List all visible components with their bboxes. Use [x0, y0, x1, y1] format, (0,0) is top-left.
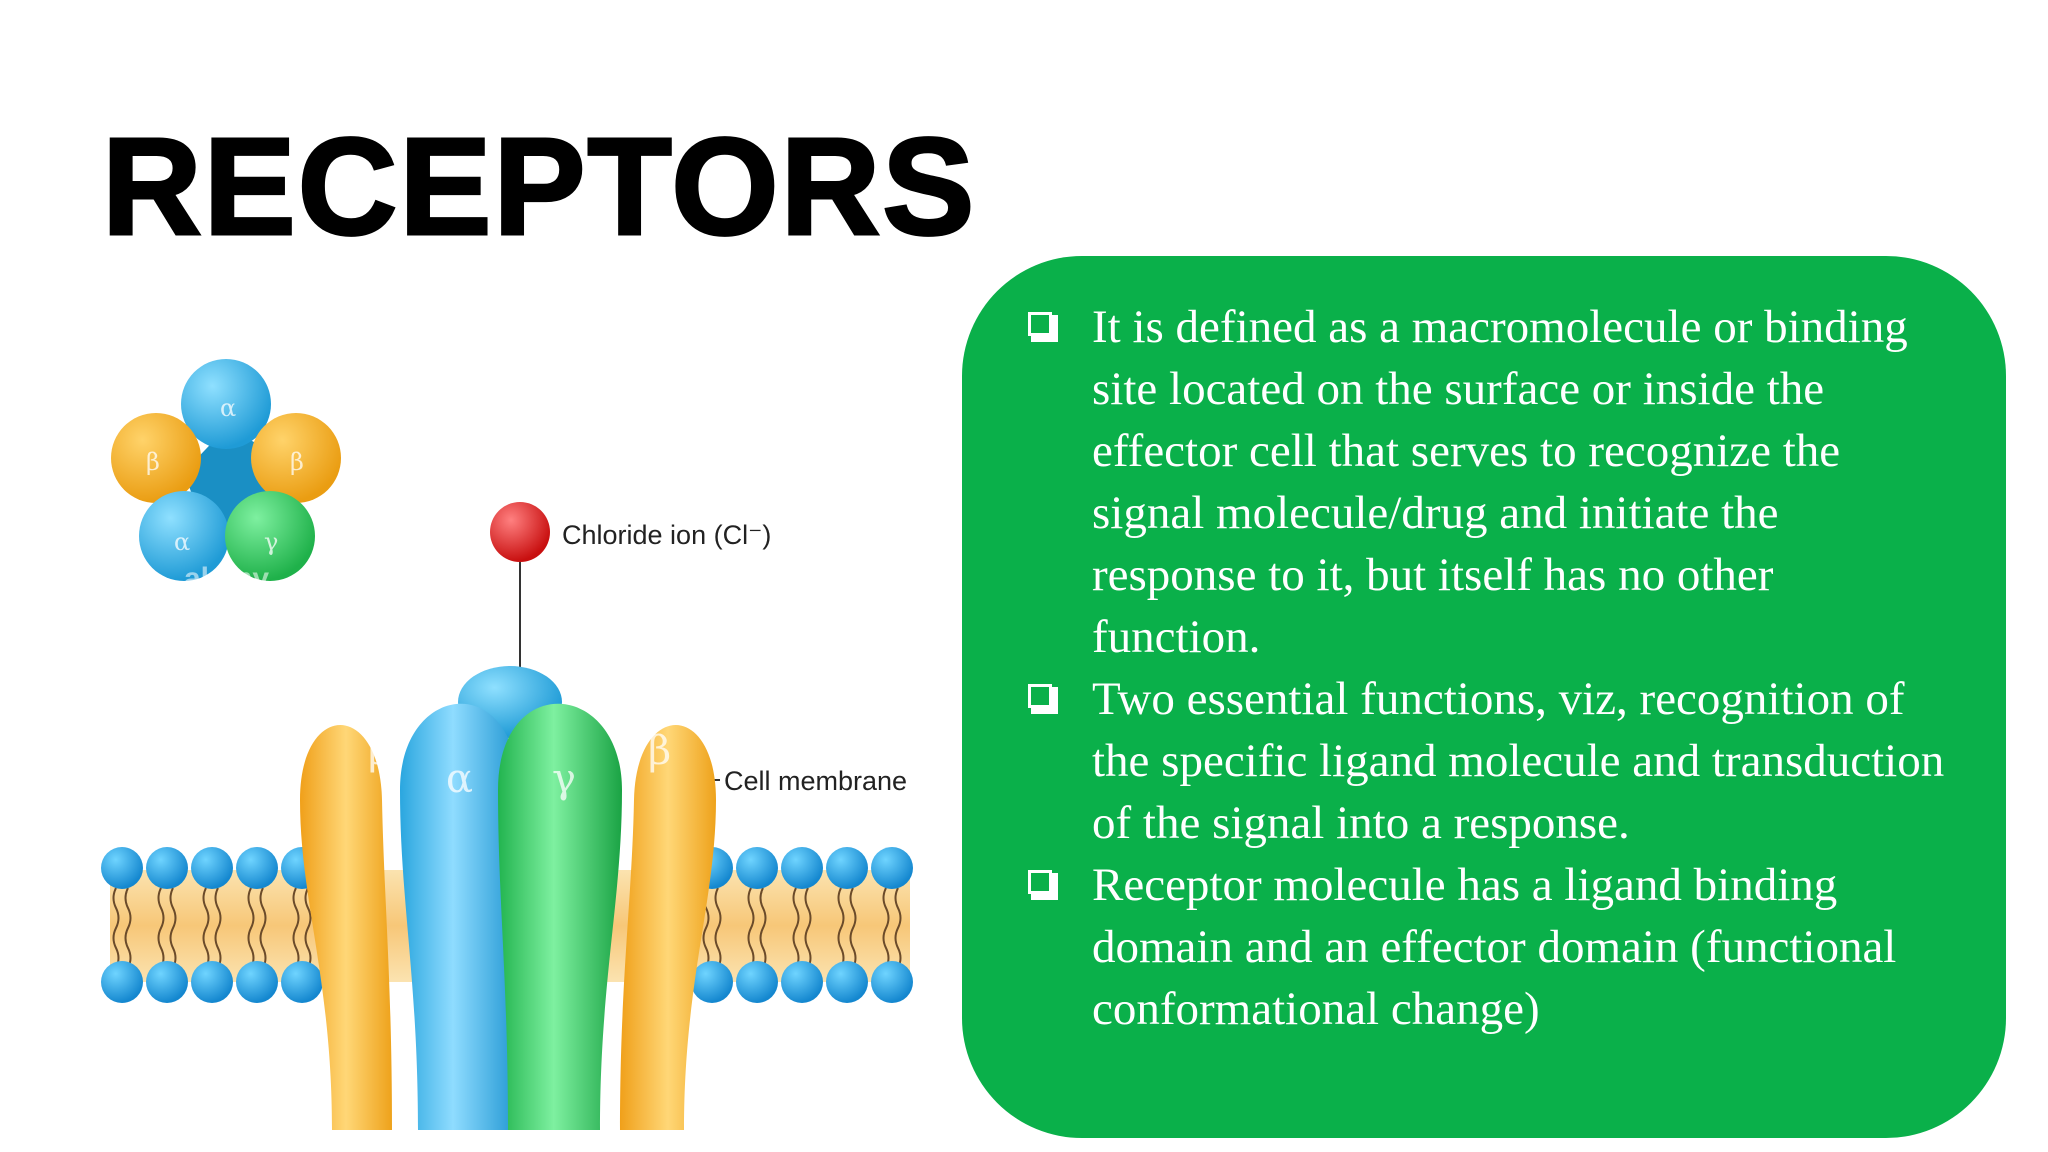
lipid-tail [247, 887, 255, 969]
slide-title: RECEPTORS [100, 110, 977, 264]
lipid-tail [747, 887, 755, 969]
checkbox-icon [1028, 684, 1058, 714]
lipid-tail [304, 887, 312, 969]
cell-membrane-callout: Cell membrane [711, 766, 907, 850]
lipid-head [236, 961, 278, 1003]
lipid-head [146, 847, 188, 889]
checkbox-icon [1028, 312, 1058, 342]
watermark-text: alamy [184, 562, 269, 595]
lipid-head [826, 961, 868, 1003]
bullet-item: Receptor molecule has a ligand binding d… [1028, 854, 1946, 1040]
lipid-head [781, 847, 823, 889]
bullet-text: Two essential functions, viz, recognitio… [1092, 673, 1945, 849]
lipid-tail [112, 887, 120, 969]
bullet-item: Two essential functions, viz, recognitio… [1028, 668, 1946, 854]
lipid-head [871, 847, 913, 889]
definition-panel: It is defined as a macromolecule or bind… [962, 256, 2006, 1138]
lipid-tail [259, 887, 267, 969]
receptor-top-view: α β β α γ alamy [111, 359, 341, 595]
lipid-head [191, 961, 233, 1003]
lipid-tail [214, 887, 222, 969]
lipid-head [781, 961, 823, 1003]
ion-channel: β β α γ [300, 666, 716, 1130]
lipid-tail [837, 887, 845, 969]
top-alpha-label-lower: α [174, 528, 190, 556]
lipid-tail [894, 887, 902, 969]
lipid-head [236, 847, 278, 889]
bullet-text: Receptor molecule has a ligand binding d… [1092, 859, 1897, 1035]
lipid-tail [792, 887, 800, 969]
checkbox-icon [1028, 870, 1058, 900]
lipid-tail [714, 887, 722, 969]
bullet-text: It is defined as a macromolecule or bind… [1092, 301, 1908, 663]
lipid-tail [202, 887, 210, 969]
top-alpha-label: α [220, 394, 236, 422]
receptor-diagram: α β β α γ alamy Chloride ion (Cl⁻) Cell … [101, 359, 913, 1130]
lipid-head [691, 961, 733, 1003]
side-alpha-label: α [446, 756, 473, 802]
lipid-head [101, 961, 143, 1003]
chloride-ion-label: Chloride ion (Cl⁻) [562, 520, 771, 550]
lipid-tail [882, 887, 890, 969]
top-beta-label-left: β [146, 448, 160, 476]
side-beta-label-right: β [648, 728, 671, 774]
lipid-head [871, 961, 913, 1003]
cell-membrane-label: Cell membrane [724, 766, 907, 796]
side-gamma-label: γ [552, 756, 576, 802]
bullet-item: It is defined as a macromolecule or bind… [1028, 296, 1946, 668]
lipid-head [191, 847, 233, 889]
lipid-tail [169, 887, 177, 969]
lipid-head [281, 961, 323, 1003]
top-beta-label-right: β [290, 448, 304, 476]
lipid-tail [804, 887, 812, 969]
bullet-list: It is defined as a macromolecule or bind… [1028, 296, 1946, 1040]
side-beta-label-left: β [368, 728, 391, 774]
lipid-head [736, 961, 778, 1003]
lipid-head [101, 847, 143, 889]
lipid-tail [157, 887, 165, 969]
lipid-tail [759, 887, 767, 969]
lipid-tail [124, 887, 132, 969]
lipid-tail [292, 887, 300, 969]
lipid-head [736, 847, 778, 889]
lipid-tail [849, 887, 857, 969]
top-gamma-label: γ [264, 528, 278, 556]
lipid-head [146, 961, 188, 1003]
lipid-head [826, 847, 868, 889]
